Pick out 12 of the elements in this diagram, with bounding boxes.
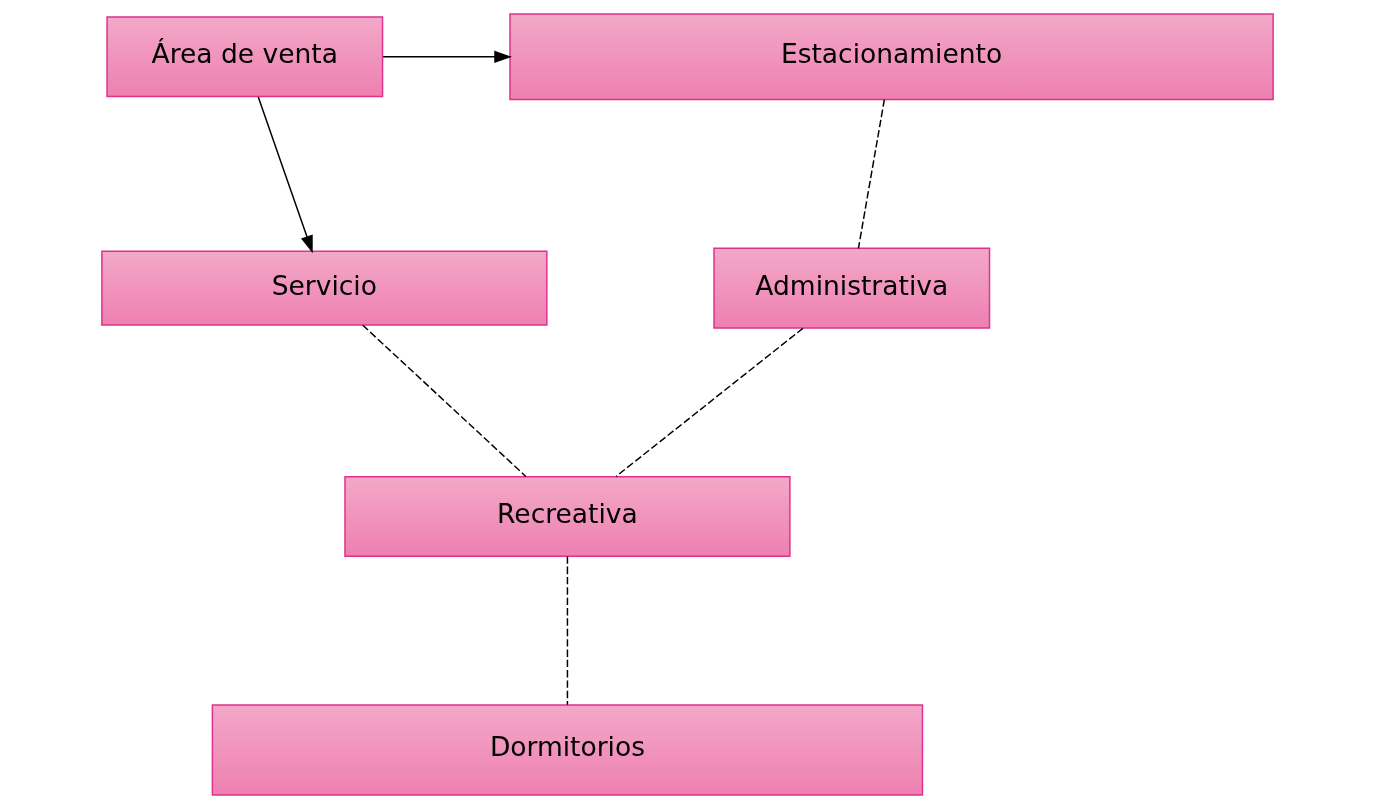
connector <box>361 324 527 478</box>
node-box: Dormitorios <box>211 704 923 796</box>
connector <box>857 98 885 249</box>
connector <box>566 555 568 706</box>
node-box: Administrativa <box>712 247 990 329</box>
node-box: Recreativa <box>343 475 791 557</box>
node-box: Área de venta <box>105 16 383 98</box>
connector <box>614 327 804 478</box>
arrow <box>381 50 512 63</box>
node-box: Estacionamiento <box>508 13 1274 101</box>
arrow <box>257 96 313 254</box>
node-box: Servicio <box>100 250 548 326</box>
